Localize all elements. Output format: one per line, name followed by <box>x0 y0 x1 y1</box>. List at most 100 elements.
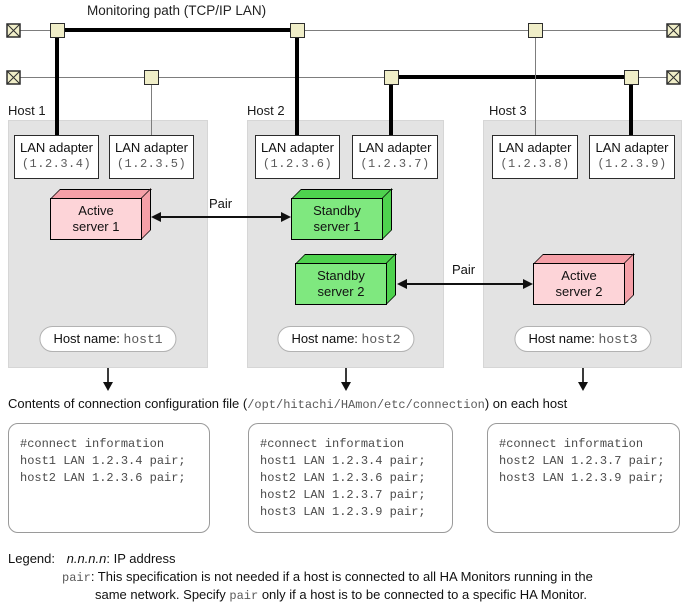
bus-tap-connector <box>144 70 159 85</box>
bus-tap-connector <box>624 70 639 85</box>
host1-lan-adapter-2: LAN adapter (1.2.3.5) <box>109 135 194 179</box>
server-front-face: Active server 1 <box>50 198 142 240</box>
terminator-icon <box>666 23 681 38</box>
config-line: #connect information <box>260 437 405 451</box>
drop-line-host1-adapter1 <box>55 30 59 135</box>
host1-lan-adapter-1: LAN adapter (1.2.3.4) <box>14 135 99 179</box>
host2-lan-adapter-2: LAN adapter (1.2.3.7) <box>352 135 438 179</box>
bus-tap-connector <box>290 23 305 38</box>
server-front-face: Standby server 2 <box>295 263 387 305</box>
host2-name-pill: Host name: host2 <box>277 326 415 352</box>
lan-adapter-label: LAN adapter <box>358 140 432 155</box>
lan-adapter-ip: (1.2.3.5) <box>116 157 187 171</box>
server-label: Active server 1 <box>72 203 120 234</box>
config-line: host2 LAN 1.2.3.7 pair; <box>499 454 665 468</box>
down-arrowhead-icon <box>578 382 588 391</box>
host3-label: Host 3 <box>489 103 527 118</box>
lan-adapter-label: LAN adapter <box>595 140 669 155</box>
lan-adapter-ip: (1.2.3.8) <box>500 157 570 171</box>
config-line: host2 LAN 1.2.3.6 pair; <box>260 471 426 485</box>
host3-name-pill: Host name: host3 <box>514 326 652 352</box>
monitoring-path-line-1 <box>20 30 667 31</box>
legend-pair-term: pair <box>62 571 91 585</box>
host-name-label: Host name: <box>291 331 358 346</box>
host1-name-pill: Host name: host1 <box>39 326 177 352</box>
down-arrowhead-icon <box>341 382 351 391</box>
monitoring-path-line-2 <box>20 77 667 78</box>
standby-server-2: Standby server 2 <box>295 253 397 305</box>
host-name-value: host3 <box>598 332 638 347</box>
standby-server-1: Standby server 1 <box>291 188 393 240</box>
config-line: host1 LAN 1.2.3.4 pair; <box>260 454 426 468</box>
host2-lan-adapter-1: LAN adapter (1.2.3.6) <box>255 135 340 179</box>
monitoring-path-line-2-active-segment <box>391 75 633 79</box>
pair-label-2: Pair <box>452 262 476 277</box>
config-file-caption: Contents of connection configuration fil… <box>8 396 567 412</box>
server-label: Standby server 2 <box>317 268 365 299</box>
legend-ip-term: n.n.n.n <box>66 551 107 566</box>
down-arrow-host3 <box>582 368 584 383</box>
lan-adapter-label: LAN adapter <box>20 140 93 155</box>
drop-line-host1-adapter2 <box>151 77 152 135</box>
caption-suffix: ) on each host <box>484 396 568 411</box>
lan-adapter-label: LAN adapter <box>261 140 334 155</box>
legend-pair-desc-pre: same network. Specify <box>95 587 230 602</box>
bus-tap-connector <box>384 70 399 85</box>
drop-line-host2-adapter2 <box>389 77 393 135</box>
legend-pair-term: pair <box>229 589 259 603</box>
config-line: host1 LAN 1.2.3.4 pair; <box>20 454 186 468</box>
lan-adapter-ip: (1.2.3.9) <box>597 157 667 171</box>
down-arrowhead-icon <box>103 382 113 391</box>
monitoring-path-title: Monitoring path (TCP/IP LAN) <box>87 3 267 18</box>
drop-line-host2-adapter1 <box>295 30 299 135</box>
config-file-host1: #connect information host1 LAN 1.2.3.4 p… <box>8 423 210 533</box>
terminator-icon <box>666 70 681 85</box>
config-line: host2 LAN 1.2.3.7 pair; <box>260 488 426 502</box>
config-file-host3: #connect information host2 LAN 1.2.3.7 p… <box>487 423 680 533</box>
host-name-label: Host name: <box>53 331 120 346</box>
config-line: host2 LAN 1.2.3.6 pair; <box>20 471 186 485</box>
config-line: #connect information <box>499 437 644 451</box>
server-label: Standby server 1 <box>313 203 361 234</box>
host-name-value: host2 <box>361 332 401 347</box>
arrowhead-left-icon <box>151 212 161 222</box>
server-front-face: Standby server 1 <box>291 198 383 240</box>
host-name-label: Host name: <box>528 331 595 346</box>
config-line: host3 LAN 1.2.3.9 pair; <box>260 505 426 519</box>
terminator-icon <box>6 70 21 85</box>
bus-tap-connector <box>50 23 65 38</box>
host3-lan-adapter-1: LAN adapter (1.2.3.8) <box>492 135 578 179</box>
legend-row-pair-2: same network. Specify pair only if a hos… <box>95 587 587 603</box>
config-line: host3 LAN 1.2.3.9 pair; <box>499 471 665 485</box>
terminator-icon <box>6 23 21 38</box>
arrowhead-right-icon <box>281 212 291 222</box>
legend-pair-desc-post: only if a host is to be connected to a s… <box>258 587 587 602</box>
down-arrow-host2 <box>345 368 347 383</box>
server-front-face: Active server 2 <box>533 263 625 305</box>
legend-ip-desc: : IP address <box>106 551 176 566</box>
drop-line-host3-adapter1 <box>535 30 536 135</box>
config-line: #connect information <box>20 437 165 451</box>
server-label: Active server 2 <box>555 268 603 299</box>
lan-adapter-ip: (1.2.3.7) <box>360 157 430 171</box>
monitoring-path-line-1-active-segment <box>57 28 299 32</box>
lan-adapter-label: LAN adapter <box>115 140 188 155</box>
host1-label: Host 1 <box>8 103 46 118</box>
arrowhead-left-icon <box>397 279 407 289</box>
host-name-value: host1 <box>123 332 163 347</box>
arrowhead-right-icon <box>523 279 533 289</box>
drop-line-host3-adapter2 <box>629 77 633 135</box>
host3-lan-adapter-2: LAN adapter (1.2.3.9) <box>589 135 675 179</box>
active-server-2: Active server 2 <box>533 253 635 305</box>
bus-tap-connector <box>528 23 543 38</box>
lan-adapter-ip: (1.2.3.6) <box>262 157 333 171</box>
caption-path: /opt/hitachi/HAmon/etc/connection <box>247 398 485 412</box>
legend-row-ip: Legend: n.n.n.n: IP address <box>8 551 176 566</box>
legend-heading: Legend: <box>8 551 55 566</box>
lan-adapter-ip: (1.2.3.4) <box>21 157 92 171</box>
lan-adapter-label: LAN adapter <box>498 140 572 155</box>
caption-prefix: Contents of connection configuration fil… <box>8 396 248 411</box>
pair-arrow-2 <box>405 283 525 285</box>
down-arrow-host1 <box>107 368 109 383</box>
